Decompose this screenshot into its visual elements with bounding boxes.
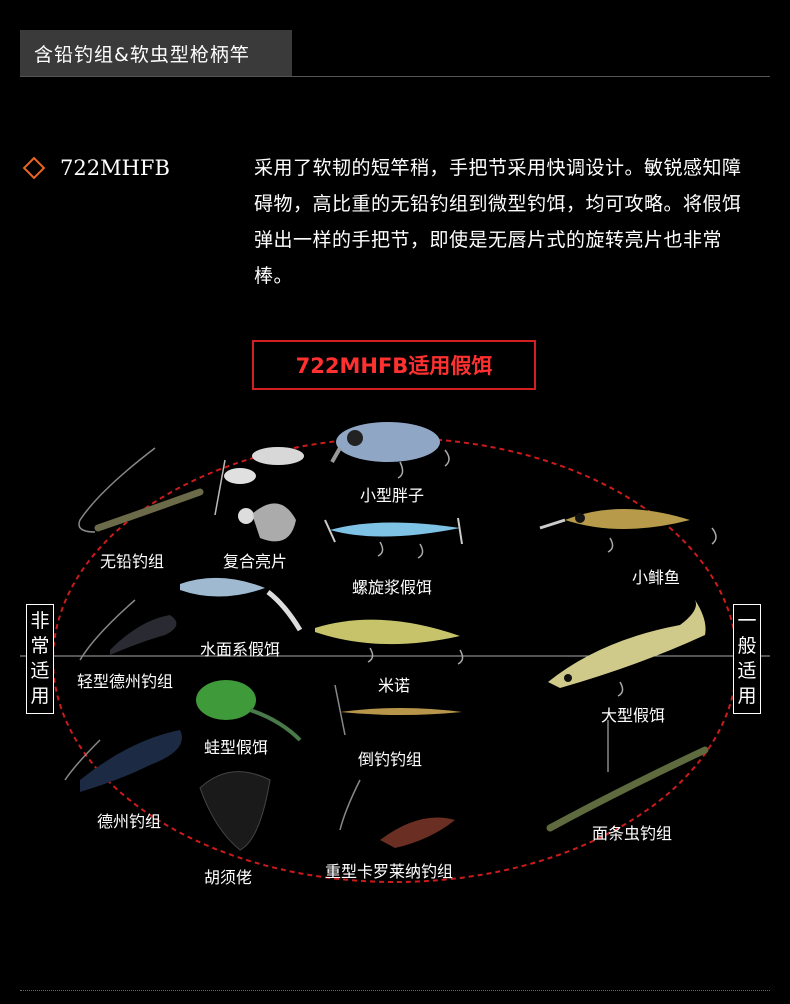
generally-suitable-char: 般 [737, 635, 757, 657]
lure-label-tandem-spinner: 复合亮片 [223, 552, 288, 571]
drop-shot-lure-image [334, 684, 462, 736]
very-suitable-label: 非 常 适 用 [26, 604, 54, 714]
rubber-jig-lure-image [199, 771, 271, 851]
lure-label-propeller: 螺旋浆假饵 [352, 578, 433, 597]
very-suitable-char: 非 [30, 610, 50, 632]
lure-label-topwater: 水面系假饵 [200, 640, 281, 659]
section-header: 含铅钓组&软虫型枪柄竿 [20, 30, 292, 77]
small-crank-lure-image [330, 422, 450, 479]
very-suitable-char: 适 [30, 660, 50, 682]
frog-lure-image [196, 680, 302, 742]
description-line: 棒。 [254, 265, 294, 287]
description-line: 采用了软韧的短竿稍，手把节采用快调设计。敏锐感知障 [254, 157, 742, 179]
very-suitable-char: 用 [30, 685, 50, 707]
footer-divider [20, 990, 770, 991]
lure-section-box: 722MHFB适用假饵 [252, 340, 536, 390]
lure-label-frog: 蛙型假饵 [204, 738, 269, 757]
lure-label-straight-worm: 面条虫钓组 [592, 824, 673, 843]
lure-label-rubber-jig: 胡须佬 [204, 868, 253, 887]
lure-label-big-bait: 大型假饵 [601, 706, 666, 725]
no-sinker-lure-image [78, 447, 204, 533]
model-name: 722MHFB [60, 156, 170, 180]
big-bait-lure-image [548, 600, 706, 697]
lure-label-small-minnow: 小鲱鱼 [632, 568, 681, 587]
section-title: 含铅钓组&软虫型枪柄竿 [34, 44, 250, 66]
lure-label-small-crank: 小型胖子 [360, 486, 425, 505]
description-line: 弹出一样的手把节，即使是无唇片式的旋转亮片也非常 [254, 229, 723, 251]
generally-suitable-label: 一 般 适 用 [733, 604, 761, 714]
very-suitable-char: 常 [30, 635, 50, 657]
heavy-carolina-lure-image [339, 779, 455, 848]
small-minnow-lure-image [539, 509, 717, 553]
texas-lure-image [64, 730, 182, 792]
lure-suitability-diagram: 非 常 适 用 一 般 适 用 小型胖子 无铅钓组 复合亮片 螺旋浆假饵 小鲱鱼… [0, 420, 790, 900]
tandem-spinner-lure-image [214, 447, 304, 542]
generally-suitable-char: 用 [737, 685, 757, 707]
propeller-lure-image [324, 517, 463, 559]
lure-section-title: 722MHFB适用假饵 [295, 354, 493, 378]
light-texas-lure-image [79, 599, 177, 661]
lure-label-no-sinker: 无铅钓组 [100, 552, 165, 571]
lure-label-light-texas: 轻型德州钓组 [77, 672, 174, 691]
lure-label-heavy-carolina: 重型卡罗莱纳钓组 [325, 862, 454, 881]
description: 采用了软韧的短竿稍，手把节采用快调设计。敏锐感知障 碍物，高比重的无铅钓组到微型… [254, 150, 774, 294]
diamond-icon [22, 156, 46, 180]
minnow-lure-image [315, 619, 464, 665]
diagram-graphics [20, 422, 770, 883]
lure-label-minnow: 米诺 [378, 676, 411, 695]
generally-suitable-char: 一 [737, 610, 757, 632]
straight-worm-lure-image [546, 720, 709, 832]
model-row: 722MHFB [22, 156, 170, 180]
lure-label-drop-shot: 倒钓钓组 [358, 750, 423, 769]
lure-label-texas: 德州钓组 [97, 812, 162, 831]
generally-suitable-char: 适 [737, 660, 757, 682]
header-divider [20, 76, 770, 77]
description-line: 碍物，高比重的无铅钓组到微型钓饵，均可攻略。将假饵 [254, 193, 742, 215]
topwater-lure-image [180, 577, 303, 632]
